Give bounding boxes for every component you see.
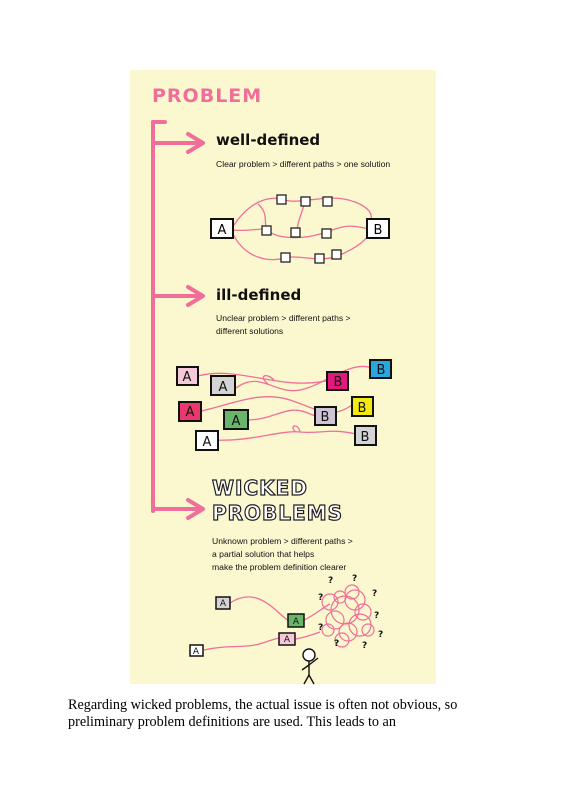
question-marks: ? ? ? ? ? ? ? ? ? xyxy=(318,574,383,651)
svg-text:?: ? xyxy=(328,576,333,586)
svg-text:A: A xyxy=(186,405,195,420)
tangle-scribble xyxy=(321,584,375,648)
svg-text:B: B xyxy=(361,430,370,445)
well-defined-paths xyxy=(231,197,373,261)
svg-text:?: ? xyxy=(318,593,323,603)
node-a-label: A xyxy=(218,223,227,238)
title-line: WICKED xyxy=(211,475,308,500)
paragraph-line: preliminary problem definitions are used… xyxy=(68,714,396,730)
svg-text:B: B xyxy=(334,375,343,390)
node-b-box xyxy=(366,218,390,239)
svg-text:A: A xyxy=(232,414,241,429)
svg-text:?: ? xyxy=(318,623,323,633)
paragraph-line: Regarding wicked problems, the actual is… xyxy=(68,697,458,713)
ill-defined-labels: A A A A A B B B B B xyxy=(183,363,386,450)
svg-text:B: B xyxy=(358,401,367,416)
section-desc-wicked: Unknown problem > different paths > a pa… xyxy=(212,535,353,574)
svg-text:?: ? xyxy=(352,574,357,584)
svg-text:A: A xyxy=(183,370,192,385)
section-desc-ill-defined: Unclear problem > different paths > diff… xyxy=(216,312,351,338)
svg-text:?: ? xyxy=(362,641,367,651)
svg-text:A: A xyxy=(203,435,212,450)
body-paragraph: Regarding wicked problems, the actual is… xyxy=(68,697,508,731)
desc-line: a partial solution that helps xyxy=(212,549,315,559)
desc-line: Unclear problem > different paths > xyxy=(216,313,351,323)
node-a-box xyxy=(210,218,234,239)
wicked-boxes xyxy=(189,596,305,657)
wicked-labels: A A A A xyxy=(193,599,300,657)
well-defined-endpoints: A B xyxy=(210,218,390,239)
well-defined-nodes xyxy=(261,194,342,264)
desc-line: make the problem definition clearer xyxy=(212,562,347,572)
section-title-ill-defined: ill-defined xyxy=(216,286,302,304)
svg-text:A: A xyxy=(284,635,291,645)
desc-line: different solutions xyxy=(216,326,284,336)
svg-text:?: ? xyxy=(378,630,383,640)
section-title-well-defined: well-defined xyxy=(216,131,321,149)
svg-text:B: B xyxy=(377,363,386,378)
svg-text:A: A xyxy=(293,617,300,627)
section-desc-well-defined: Clear problem > different paths > one so… xyxy=(216,158,390,171)
node-b-label: B xyxy=(374,223,383,238)
pink-bracket-arrows xyxy=(151,120,205,520)
svg-text:?: ? xyxy=(374,611,379,621)
svg-text:B: B xyxy=(321,410,330,425)
ill-defined-boxes xyxy=(176,359,392,451)
person-icon xyxy=(301,648,319,685)
svg-text:A: A xyxy=(193,647,200,657)
section-title-wicked-problems: WICKED PROBLEMS xyxy=(211,475,344,526)
svg-text:?: ? xyxy=(372,589,377,599)
desc-line: Unknown problem > different paths > xyxy=(212,536,353,546)
svg-text:A: A xyxy=(219,380,228,395)
title-line: PROBLEMS xyxy=(211,500,344,525)
desc-line: Clear problem > different paths > one so… xyxy=(216,159,391,169)
svg-text:?: ? xyxy=(334,639,339,649)
svg-text:A: A xyxy=(220,599,227,609)
figure-heading: PROBLEM xyxy=(152,85,263,107)
